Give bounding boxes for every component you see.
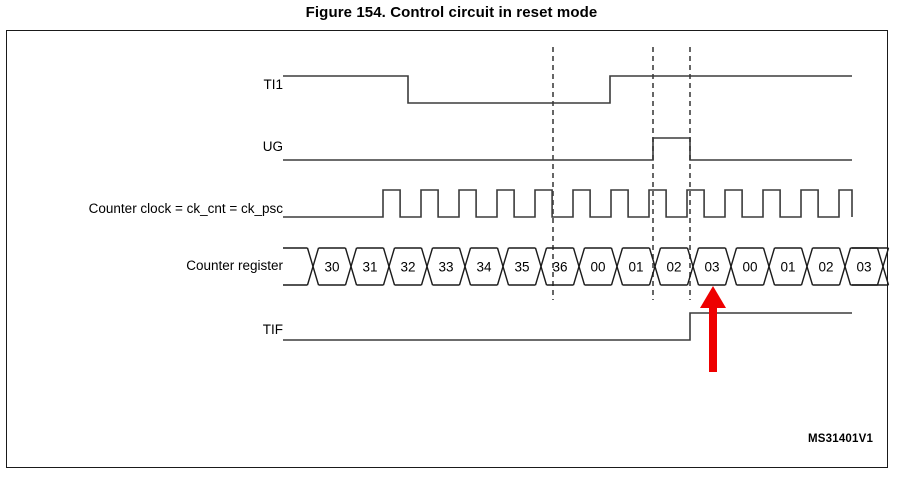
- waveform-counter-clock: [283, 190, 852, 217]
- counter-register-cell: 01: [628, 260, 643, 275]
- arrow-head: [700, 286, 726, 308]
- counter-register-cell: 33: [438, 260, 453, 275]
- waveform-tif: [283, 313, 852, 340]
- waveform-ti1: [283, 76, 852, 103]
- counter-register-cell: 35: [514, 260, 529, 275]
- counter-register-cell: 36: [552, 260, 567, 275]
- counter-register-values: 30 31 32 33 34 35 36 00 01 02 03 00 01 02 03: [324, 260, 871, 275]
- counter-register-cell: 30: [324, 260, 339, 275]
- counter-register-cell: 00: [742, 260, 757, 275]
- counter-register-cell: 03: [856, 260, 871, 275]
- counter-register-cell: 03: [704, 260, 719, 275]
- counter-register-cell: 00: [590, 260, 605, 275]
- watermark-label: MS31401V1: [808, 433, 873, 445]
- waveform-ug: [283, 138, 852, 160]
- counter-register-cell: 01: [780, 260, 795, 275]
- counter-register-cell: 34: [476, 260, 492, 275]
- counter-register-cell: 02: [818, 260, 833, 275]
- counter-register-cell: 32: [400, 260, 415, 275]
- counter-register-cell: 02: [666, 260, 681, 275]
- counter-register-cell: 31: [362, 260, 377, 275]
- counter-reset-arrow: [700, 286, 726, 372]
